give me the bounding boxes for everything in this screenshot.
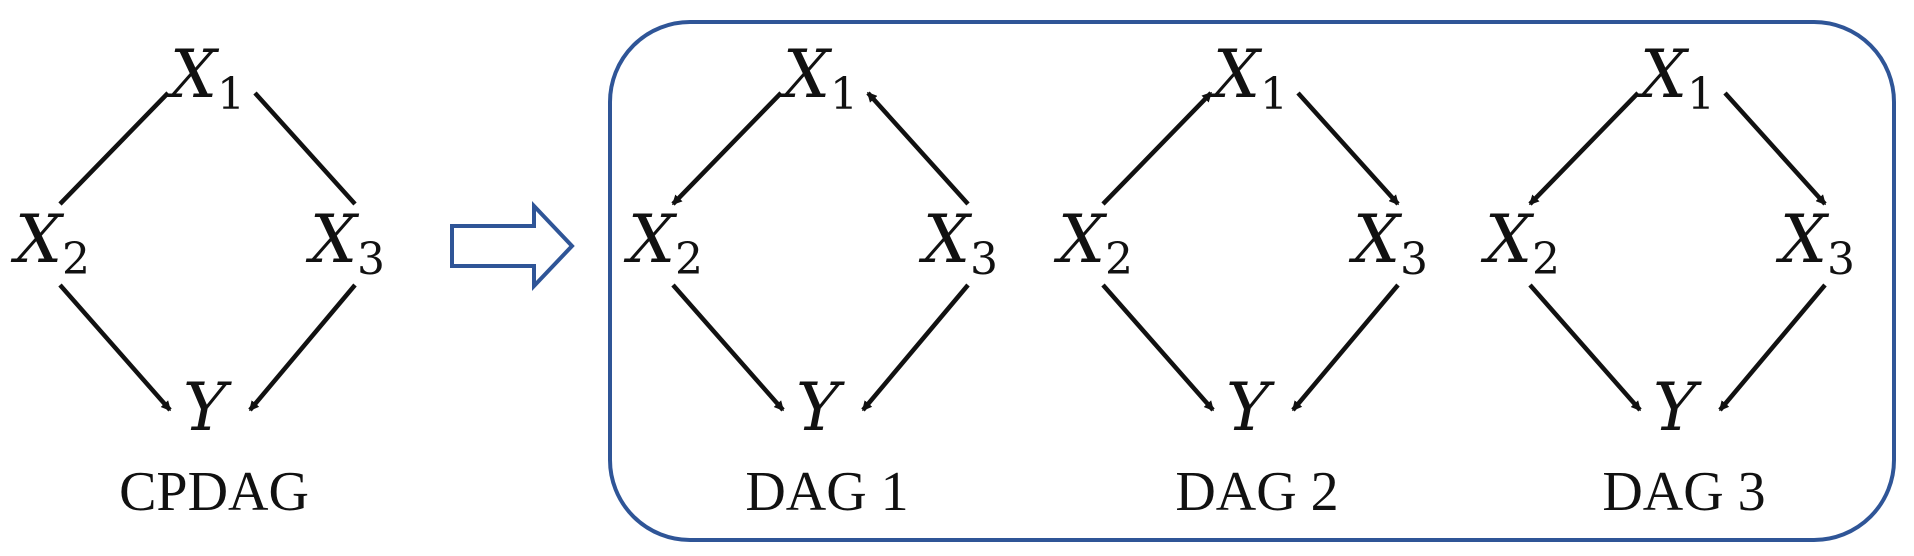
node-x2: X2 — [1480, 201, 1560, 285]
node-x3-subscript: 3 — [1827, 234, 1855, 285]
node-y: Y — [183, 369, 232, 446]
transform-arrow-icon — [450, 200, 575, 292]
node-x2: X2 — [10, 201, 90, 285]
node-x3: X3 — [918, 201, 998, 285]
node-x3: X3 — [1348, 201, 1428, 285]
node-x1-subscript: 1 — [1687, 69, 1715, 120]
edge-x2-y — [1101, 283, 1215, 412]
node-x1-subscript: 1 — [1260, 69, 1288, 120]
edge-x2-y — [671, 283, 785, 412]
edge-x2-y — [1528, 283, 1642, 412]
node-y: Y — [1653, 369, 1702, 446]
node-x3-subscript: 3 — [970, 234, 998, 285]
node-y: Y — [796, 369, 845, 446]
node-x1-subscript: 1 — [830, 69, 858, 120]
edge-x3-y — [1718, 283, 1827, 412]
edge-x1-x3 — [1296, 91, 1400, 206]
node-x2-subscript: 2 — [62, 234, 90, 285]
node-x1: X1 — [1635, 36, 1715, 120]
node-x3-subscript: 3 — [1400, 234, 1428, 285]
node-x2: X2 — [1053, 201, 1133, 285]
node-x2-subscript: 2 — [1532, 234, 1560, 285]
dag-group-box — [608, 20, 1896, 542]
graph-caption: DAG 1 — [745, 461, 908, 523]
node-x1: X1 — [1208, 36, 1288, 120]
node-x2-subscript: 2 — [675, 234, 703, 285]
edge-x3-y — [248, 283, 357, 412]
edge-x3-x1 — [866, 91, 970, 206]
node-y: Y — [1226, 369, 1275, 446]
node-x1-subscript: 1 — [217, 69, 245, 120]
graph-caption: DAG 2 — [1175, 461, 1338, 523]
node-x1: X1 — [778, 36, 858, 120]
edge-x2-y — [58, 283, 172, 412]
edge-x1-x3 — [1723, 91, 1827, 206]
edge-x1-x2 — [58, 91, 170, 206]
node-x3: X3 — [305, 201, 385, 285]
edge-x2-x1 — [1101, 91, 1213, 206]
node-x2-subscript: 2 — [1105, 234, 1133, 285]
edge-x1-x2 — [1528, 91, 1640, 206]
node-x3: X3 — [1775, 201, 1855, 285]
node-x3-subscript: 3 — [357, 234, 385, 285]
node-x2: X2 — [623, 201, 703, 285]
edge-x1-x2 — [671, 91, 783, 206]
node-x1: X1 — [165, 36, 245, 120]
edge-x3-y — [1291, 283, 1400, 412]
edge-x1-x3 — [253, 91, 357, 206]
edge-x3-y — [861, 283, 970, 412]
graph-caption: DAG 3 — [1602, 461, 1765, 523]
graph-caption: CPDAG — [119, 461, 309, 523]
